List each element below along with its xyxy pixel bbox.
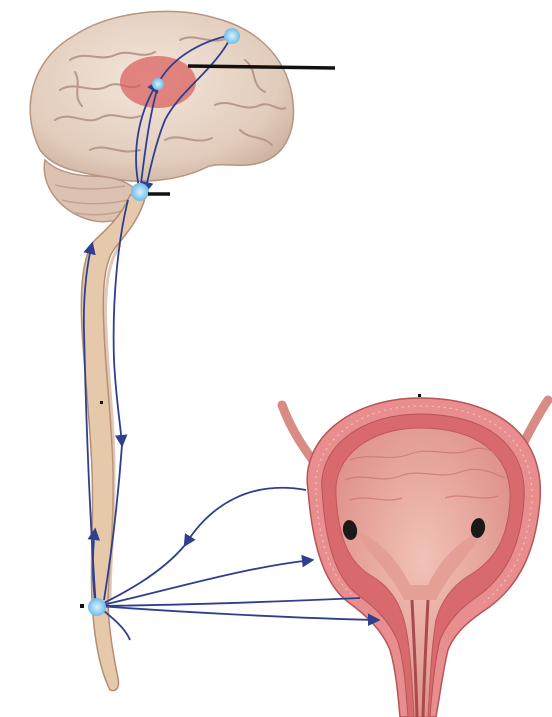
tick-bladder-top [418, 394, 421, 397]
node-brainstem [131, 183, 149, 201]
pathway-bladder-afferent [185, 488, 306, 545]
bladder [282, 398, 548, 717]
tick-spinal [100, 401, 103, 404]
node-cortex-top [224, 28, 240, 44]
pathway-efferent-middle [98, 598, 360, 606]
node-sacral [88, 598, 106, 616]
pathway-efferent-upper [98, 560, 312, 606]
pathway-efferent-lower [98, 606, 378, 620]
brain [30, 12, 293, 222]
tick-sacral [80, 604, 84, 608]
node-cortex-center [152, 78, 164, 90]
leader-line-cortex [188, 66, 335, 68]
